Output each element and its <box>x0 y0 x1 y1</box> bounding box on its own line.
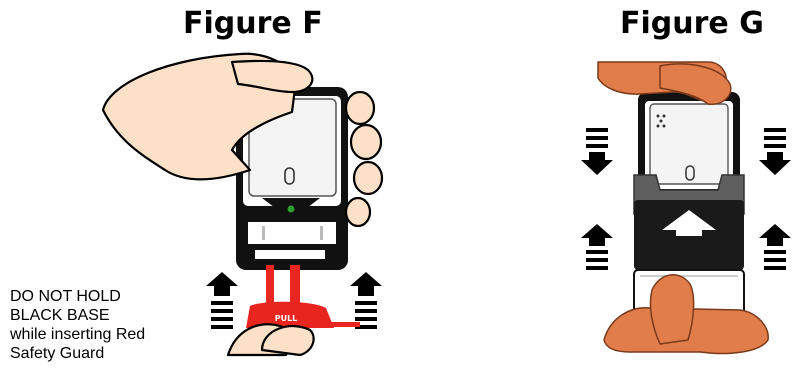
up-arrow-left-f <box>206 272 238 329</box>
sensor-holes-g <box>656 114 666 128</box>
device-g-up-arrow <box>662 210 716 236</box>
hand-f-finger-2 <box>349 123 383 161</box>
figure-g-title: Figure G <box>620 6 764 41</box>
indicator-light <box>287 205 295 213</box>
hand-f-thumb <box>230 59 314 94</box>
hand-g-top <box>597 61 732 105</box>
hand-f-finger-4 <box>344 196 372 228</box>
warning-text: DO NOT HOLD BLACK BASE while inserting R… <box>10 287 200 363</box>
up-arrow-right-g <box>759 224 791 270</box>
hand-f-finger-3 <box>352 160 384 196</box>
zero-mark <box>284 167 295 185</box>
warning-line-4: Safety Guard <box>10 345 105 362</box>
warning-line-3: while inserting Red <box>10 326 146 343</box>
hand-g-bottom-finger <box>649 274 695 345</box>
hand-g-top-thumb <box>659 63 732 105</box>
hand-f-lower-thumb <box>260 325 315 357</box>
guard-label: PULL <box>275 314 298 323</box>
down-arrow-right-g <box>759 128 791 175</box>
device-g-window <box>649 103 729 185</box>
red-safety-guard: PULL <box>246 265 360 328</box>
warning-line-2: BLACK BASE <box>10 307 110 324</box>
hand-f-finger-1 <box>344 90 376 126</box>
up-arrow-right-f <box>350 272 382 329</box>
device-f-base-slot <box>255 250 325 259</box>
device-f-mid-window <box>248 222 336 244</box>
figure-f-title: Figure F <box>183 6 323 41</box>
hand-f <box>101 52 384 228</box>
down-arrow-left-g <box>581 128 613 175</box>
hand-g-bottom <box>603 274 769 355</box>
up-arrow-left-g <box>581 224 613 270</box>
hand-f-lower <box>226 323 315 357</box>
zero-mark-g <box>685 165 695 181</box>
warning-line-1: DO NOT HOLD <box>10 288 121 305</box>
